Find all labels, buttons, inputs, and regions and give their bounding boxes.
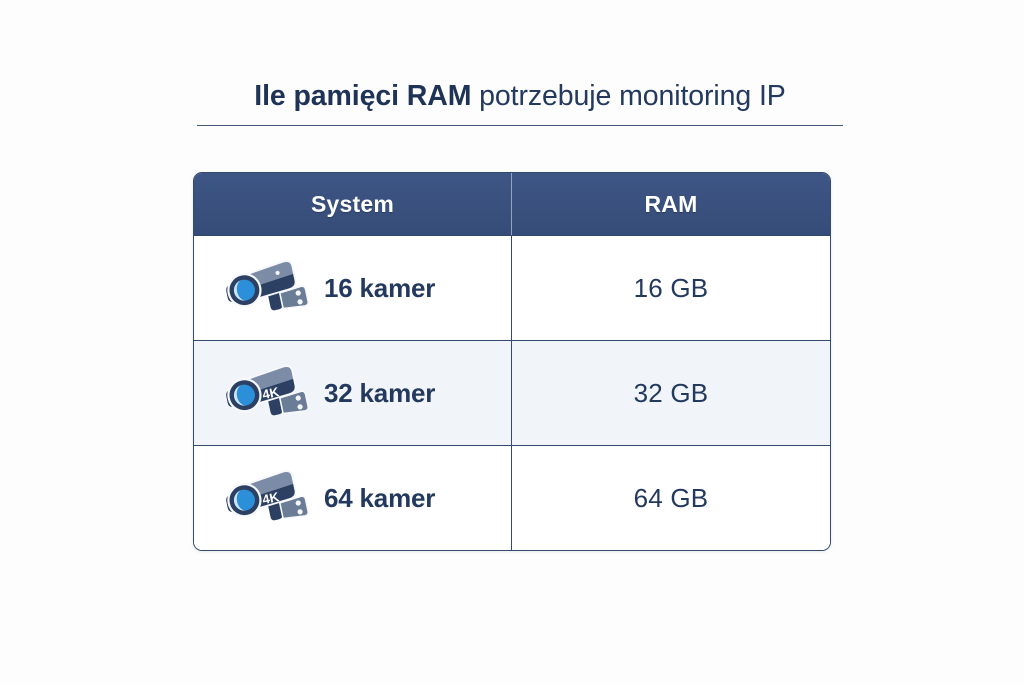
system-label: 32 kamer: [324, 377, 436, 408]
page-title-bold: Ile pamięci RAM: [254, 80, 472, 112]
cctv-camera-icon: 4K: [226, 364, 310, 416]
table-row: 4K 64 kamer 64 GB: [194, 445, 830, 550]
cctv-camera-icon: 4K: [226, 469, 310, 521]
ram-requirements-table: System RAM: [193, 172, 831, 551]
table-header-row: System RAM: [194, 173, 830, 235]
page-title: Ile pamięci RAM potrzebuje monitoring IP: [197, 76, 843, 116]
ram-value: 16 GB: [633, 272, 709, 303]
page-title-regular: potrzebuje monitoring IP: [471, 80, 786, 112]
column-header-system: System: [310, 190, 395, 217]
cctv-camera-icon: [226, 259, 310, 311]
ram-value: 64 GB: [633, 482, 709, 513]
table-header-cell-system: System: [194, 173, 512, 235]
system-label: 64 kamer: [324, 482, 436, 513]
table-cell-system: 4K 64 kamer: [194, 446, 512, 550]
table-row: 16 kamer 16 GB: [194, 235, 830, 340]
table-cell-ram: 64 GB: [512, 446, 830, 550]
camera-resolution-badge: 4K: [261, 384, 281, 402]
title-divider: [197, 125, 843, 126]
table-row: 4K 32 kamer 32 GB: [194, 340, 830, 445]
table-cell-system: 16 kamer: [194, 236, 512, 340]
system-label: 16 kamer: [324, 272, 436, 303]
table-header-cell-ram: RAM: [512, 173, 830, 235]
title-block: Ile pamięci RAM potrzebuje monitoring IP: [197, 76, 843, 126]
column-header-ram: RAM: [644, 190, 698, 217]
table-cell-ram: 16 GB: [512, 236, 830, 340]
table-cell-system: 4K 32 kamer: [194, 341, 512, 445]
camera-resolution-badge: 4K: [261, 489, 281, 507]
ram-value: 32 GB: [633, 377, 709, 408]
table-cell-ram: 32 GB: [512, 341, 830, 445]
